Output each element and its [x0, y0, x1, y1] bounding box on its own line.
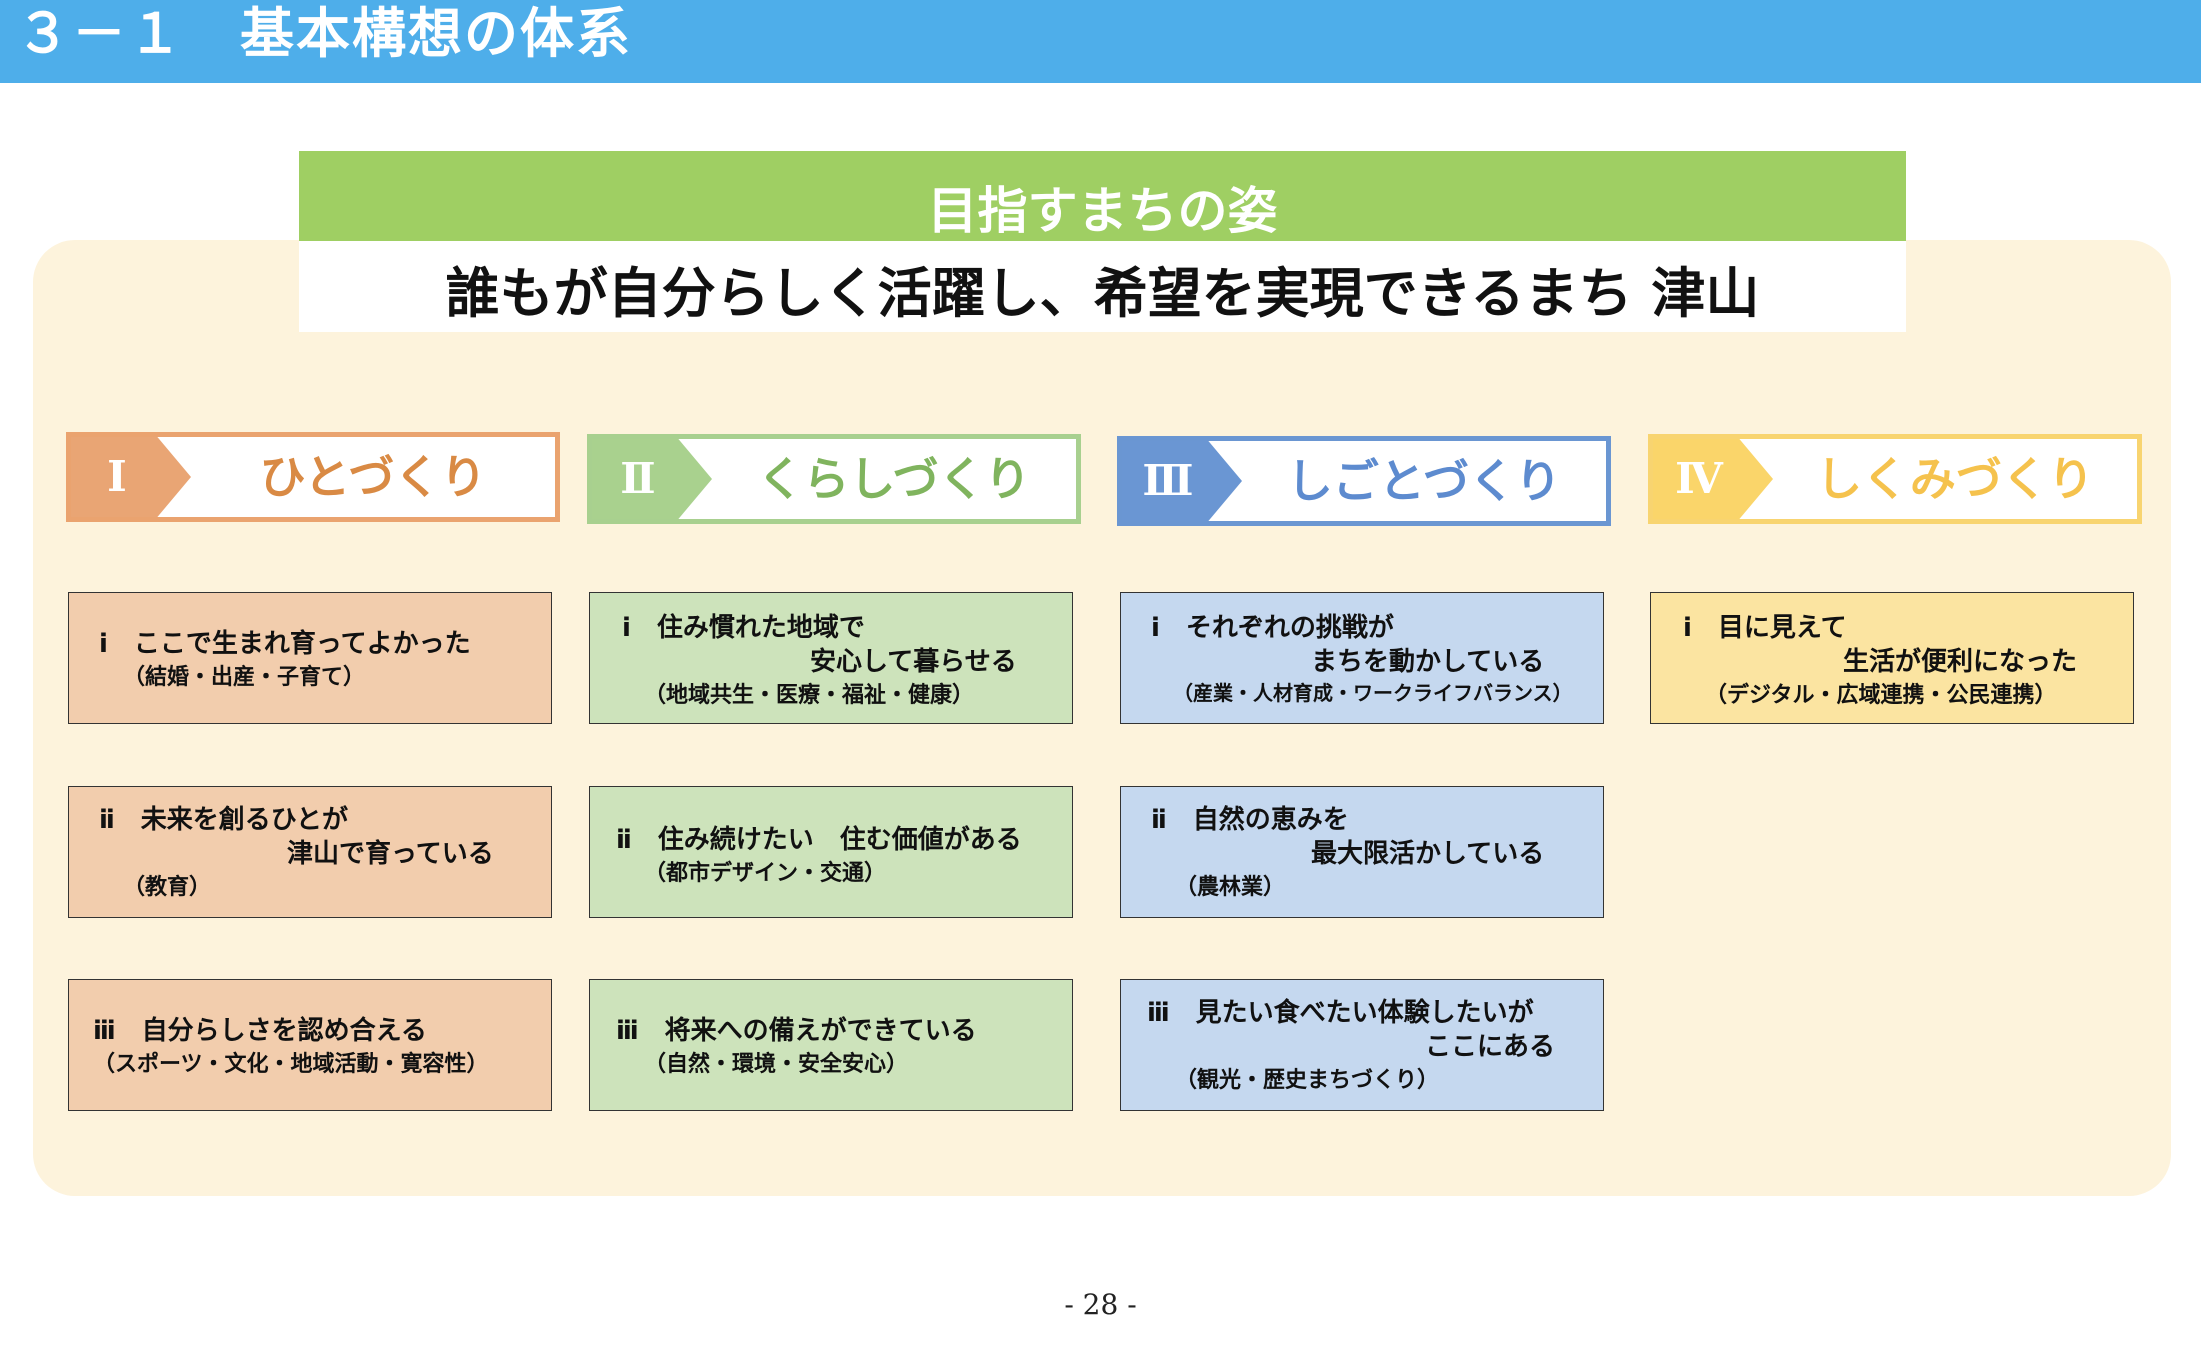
goal-title: ⅰ 目に見えて — [1683, 613, 1847, 643]
pillar-number: Ⅱ — [620, 454, 656, 503]
goal-title: ⅱ 住み続けたい 住む価値がある — [616, 825, 1022, 855]
goal-subtitle: （農林業） — [1175, 875, 1286, 900]
pillar-shikumizukuri: Ⅳ しくみづくり — [1648, 434, 2142, 524]
goal-box: ⅰ それぞれの挑戦が まちを動かしている （産業・人材育成・ワークライフバランス… — [1120, 592, 1604, 724]
goal-title-line2: 安心して暮らせる — [810, 647, 1017, 677]
pillar-label: しくみづくり — [1816, 452, 2094, 506]
pillar-kurashizukuri: Ⅱ くらしづくり — [587, 434, 1081, 524]
goal-subtitle: （結婚・出産・子育て） — [123, 665, 366, 690]
goal-title: ⅱ 自然の恵みを — [1151, 805, 1349, 835]
goal-title: ⅲ 見たい食べたい体験したいが — [1147, 998, 1534, 1028]
pillar-hitozukuri: Ⅰ ひとづくり — [66, 432, 560, 522]
goal-title-line2: 津山で育っている — [287, 839, 494, 869]
goal-box: ⅱ 未来を創るひとが 津山で育っている （教育） — [68, 786, 552, 918]
pillar-label: しごとづくり — [1286, 454, 1562, 508]
goal-box: ⅲ 見たい食べたい体験したいが ここにある （観光・歴史まちづくり） — [1120, 979, 1604, 1111]
vision-statement: 誰もが自分らしく活躍し、希望を実現できるまち 津山 — [445, 262, 1760, 325]
goal-title: ⅲ 将来への備えができている — [616, 1016, 977, 1046]
goal-title-line2: 最大限活かしている — [1311, 839, 1545, 869]
goal-title-line2: ここにある — [1425, 1032, 1556, 1062]
goal-subtitle: （都市デザイン・交通） — [644, 861, 887, 886]
goal-box: ⅰ 住み慣れた地域で 安心して暮らせる （地域共生・医療・福祉・健康） — [589, 592, 1073, 724]
goal-title: ⅰ ここで生まれ育ってよかった — [99, 629, 471, 659]
vision-box: 誰もが自分らしく活躍し、希望を実現できるまち 津山 — [299, 241, 1906, 332]
goal-subtitle: （地域共生・医療・福祉・健康） — [644, 683, 975, 708]
goal-title: ⅲ 自分らしさを認め合える — [93, 1016, 427, 1046]
vision-label-box: 目指すまちの姿 — [299, 151, 1906, 241]
goal-subtitle: （自然・環境・安全安心） — [644, 1052, 909, 1077]
vision-label: 目指すまちの姿 — [927, 182, 1278, 240]
goal-title-line2: 生活が便利になった — [1843, 647, 2078, 677]
goal-title: ⅰ それぞれの挑戦が — [1151, 613, 1394, 643]
goal-subtitle: （スポーツ・文化・地域活動・寛容性） — [93, 1052, 489, 1077]
goal-box: ⅱ 住み続けたい 住む価値がある （都市デザイン・交通） — [589, 786, 1073, 918]
goal-box: ⅰ ここで生まれ育ってよかった （結婚・出産・子育て） — [68, 592, 552, 724]
goal-title: ⅰ 住み慣れた地域で — [622, 613, 865, 643]
pillar-label: くらしづくり — [757, 452, 1031, 506]
page-number: - 28 - — [1064, 1288, 1137, 1321]
pillar-shigotozukuri: Ⅲ しごとづくり — [1117, 436, 1611, 526]
pillar-label: ひとづくり — [259, 450, 487, 504]
goal-box: ⅲ 自分らしさを認め合える （スポーツ・文化・地域活動・寛容性） — [68, 979, 552, 1111]
goal-subtitle: （観光・歴史まちづくり） — [1175, 1068, 1440, 1093]
pillar-number: Ⅰ — [107, 452, 127, 501]
pillar-number: Ⅲ — [1142, 456, 1194, 505]
pillar-number: Ⅳ — [1675, 454, 1723, 503]
goal-box: ⅱ 自然の恵みを 最大限活かしている （農林業） — [1120, 786, 1604, 918]
goal-subtitle: （教育） — [123, 875, 212, 900]
goal-title-line2: まちを動かしている — [1311, 647, 1545, 677]
header-bar: ３－１ 基本構想の体系 — [0, 0, 2201, 83]
goal-subtitle: （産業・人材育成・ワークライフバランス） — [1173, 681, 1573, 705]
goal-box: ⅰ 目に見えて 生活が便利になった （デジタル・広域連携・公民連携） — [1650, 592, 2134, 724]
page-title: ３－１ 基本構想の体系 — [16, 2, 632, 65]
goal-subtitle: （デジタル・広域連携・公民連携） — [1705, 683, 2057, 708]
goal-title: ⅱ 未来を創るひとが — [99, 805, 349, 835]
goal-box: ⅲ 将来への備えができている （自然・環境・安全安心） — [589, 979, 1073, 1111]
